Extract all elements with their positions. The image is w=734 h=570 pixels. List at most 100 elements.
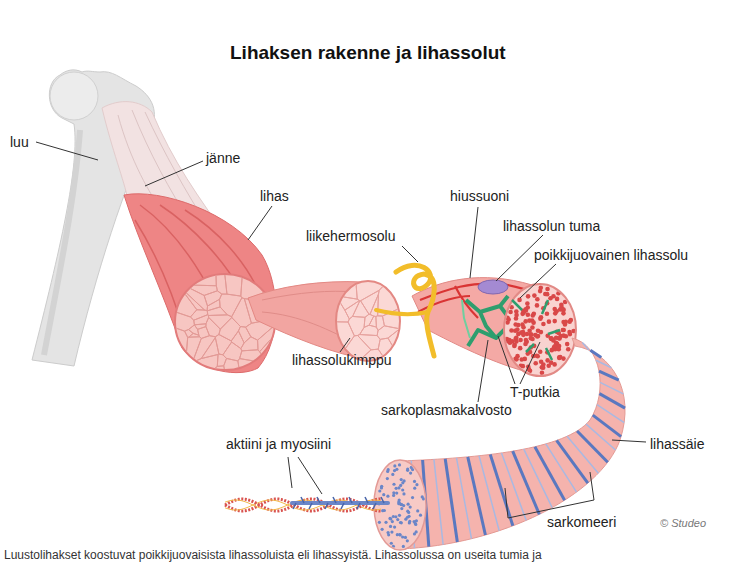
myofibril <box>374 338 625 550</box>
fibril-dot <box>548 296 553 301</box>
fibril-dot <box>393 464 396 467</box>
sarcomere-band <box>600 382 623 393</box>
cell-outline <box>348 316 365 335</box>
myosin-head <box>373 503 376 509</box>
fibril-dot <box>512 344 517 349</box>
fibril-dot <box>415 519 418 522</box>
copyright-note: © Studeo <box>660 517 706 530</box>
fibril-dot <box>509 305 514 310</box>
fibril-dot <box>531 320 536 325</box>
fibril-dot <box>505 320 510 325</box>
fibril-dot <box>398 498 401 501</box>
myosin-head <box>341 503 344 509</box>
fibril-dot <box>554 335 559 340</box>
muscle-cell <box>504 284 576 376</box>
fibril-dot <box>390 542 393 545</box>
fibril-dot <box>552 319 557 324</box>
fibril-dot <box>557 344 562 349</box>
muscle-cell <box>462 300 470 338</box>
cell-outline <box>355 276 393 301</box>
cell-outline <box>170 278 197 317</box>
fibril-dot <box>527 318 532 323</box>
fibril-dot <box>557 356 562 361</box>
fibril-dot <box>396 533 399 536</box>
fibril-dot <box>399 533 402 536</box>
fibril-dot <box>392 491 395 494</box>
cell-outline <box>170 269 216 286</box>
sarcomere-band <box>599 371 619 380</box>
leader-lines <box>478 340 488 402</box>
leader-lines <box>402 246 418 262</box>
fibril-dot <box>566 347 571 352</box>
myosin-head <box>381 497 384 503</box>
fibril-dot <box>538 349 543 354</box>
fibril-dot <box>505 315 510 320</box>
part-label: lihassolun tuma <box>503 218 600 234</box>
fibril-dot <box>401 535 404 538</box>
fibril-dot <box>539 315 544 320</box>
myosin-head <box>365 497 368 503</box>
sarcomere-band <box>490 454 513 525</box>
fibril-dot <box>523 357 528 362</box>
fibril-dot <box>561 308 566 313</box>
fibril-dot <box>400 507 403 510</box>
fibril-dot <box>395 492 398 495</box>
fibril-dot <box>552 362 557 367</box>
sarcomere-band <box>577 431 608 462</box>
sarcomere-band <box>456 458 471 539</box>
leader-lines <box>498 336 540 384</box>
diagram-title: Lihaksen rakenne ja lihassolut <box>230 42 506 64</box>
cell-outline <box>377 326 400 340</box>
fibril-dot <box>567 319 572 324</box>
fibril-dot <box>561 328 566 333</box>
fibril-dot <box>524 338 529 343</box>
sarcomere-band <box>468 457 486 535</box>
fibril-dot <box>392 545 395 548</box>
cell-outline <box>353 301 369 318</box>
fibril-dot <box>381 528 384 531</box>
sarcomere-band <box>596 360 611 368</box>
actin-myosin <box>225 497 388 511</box>
myofibril <box>378 463 426 548</box>
cell-outline <box>364 314 374 327</box>
fibril-dot <box>397 486 400 489</box>
fibril-dot <box>571 329 576 334</box>
leader-lines <box>612 440 646 442</box>
fibril-dot <box>507 338 512 343</box>
fibril-dot <box>398 501 401 504</box>
cell-outline <box>219 318 241 341</box>
sarcomere-band <box>445 459 457 542</box>
fibril-dot <box>406 510 409 513</box>
leader-lines <box>505 472 594 518</box>
fibril-dot <box>532 293 537 298</box>
cell-outline <box>215 334 231 354</box>
fibril-dot <box>386 477 389 480</box>
part-label: lihassolukimppu <box>292 352 392 368</box>
fibril-dot <box>518 346 523 351</box>
fibril-dot <box>521 333 526 338</box>
part-label: liikehermosolu <box>306 228 395 244</box>
fibril-dot <box>396 518 399 521</box>
fibril-dot <box>530 337 535 342</box>
fibril-dot <box>398 514 401 517</box>
fibril-dot <box>389 525 392 528</box>
fibril-dot <box>561 328 566 333</box>
fibril-dot <box>514 313 519 318</box>
sarcomere-band <box>599 394 625 409</box>
fibril-dot <box>381 509 384 512</box>
fibril-dot <box>523 307 528 312</box>
fibril-dot <box>541 322 546 327</box>
part-label: sarkoplasmakalvosto <box>381 402 512 418</box>
fibril-dot <box>411 468 414 471</box>
cell-outline <box>181 354 218 375</box>
cell-outline <box>183 285 217 296</box>
leader-lines <box>520 264 556 298</box>
fibril-dot <box>400 521 403 524</box>
part-label: sarkomeeri <box>547 514 616 530</box>
caption: Luustolihakset koostuvat poikkijuovaisis… <box>4 549 542 563</box>
sarcomere-band <box>567 436 598 473</box>
fibril-dot <box>378 521 381 524</box>
fibril-dot <box>399 521 402 524</box>
fibril-dot <box>543 292 548 297</box>
fibril-dot <box>535 303 540 308</box>
